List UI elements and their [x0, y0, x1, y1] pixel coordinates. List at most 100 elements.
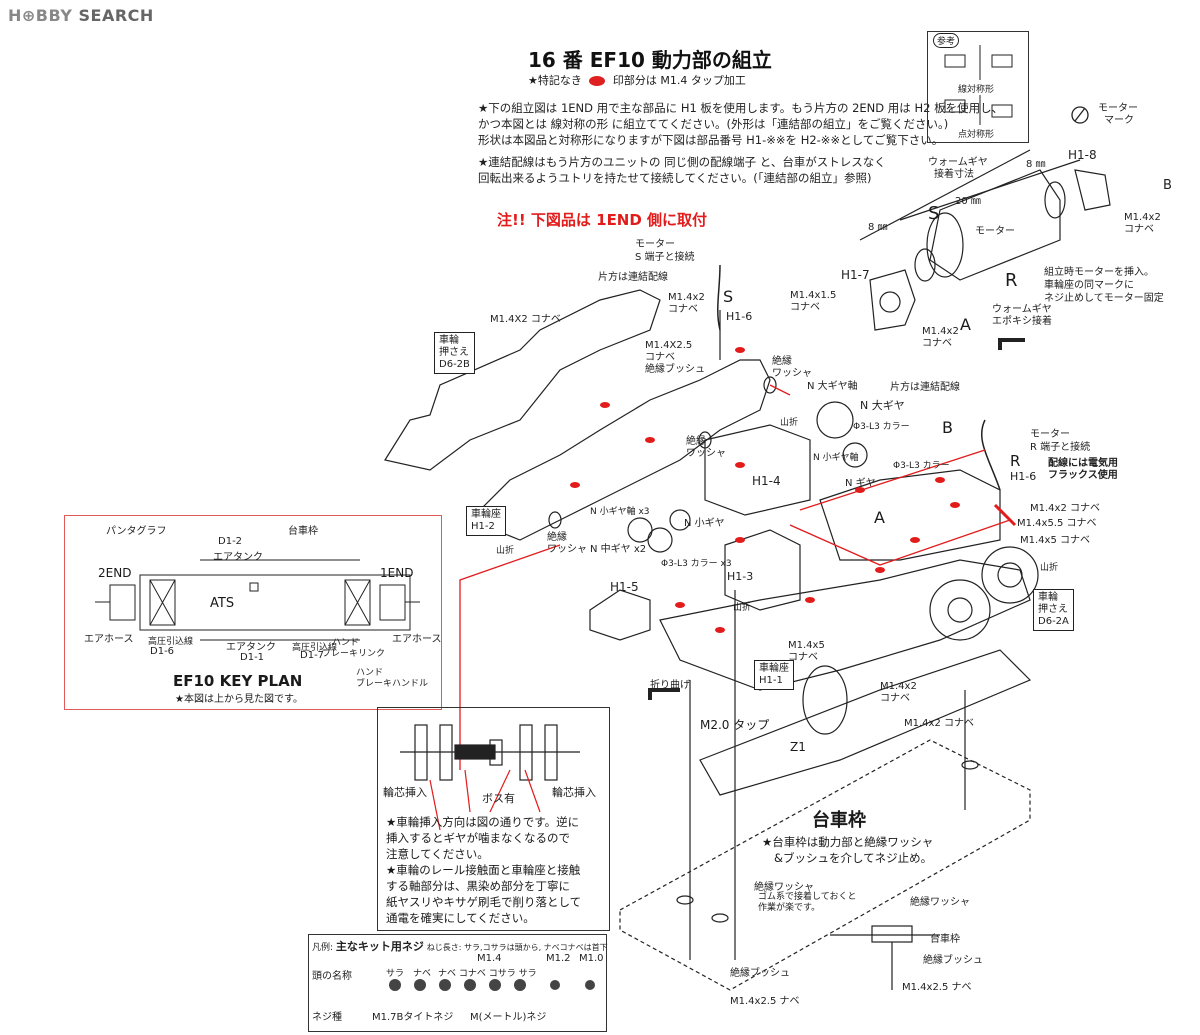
- h1-4-label: H1-4: [752, 474, 781, 488]
- wheel-axle-drawing: [400, 724, 580, 781]
- instruction-notes: ★下の組立図は 1END 用で主な部品に H1 板を使用します。もう片方の 2E…: [478, 100, 1003, 186]
- washer-3: [548, 511, 562, 529]
- b-mid-label: B: [942, 418, 953, 437]
- wheel-seat-h1-1: 車輪座 H1-1: [754, 660, 794, 690]
- m20-tap: M2.0 タップ: [700, 718, 770, 732]
- collar-2: Φ3-L3 カラー: [893, 461, 950, 471]
- watermark-suffix: SEARCH: [78, 6, 154, 25]
- motor-body: [929, 169, 1061, 281]
- truck-rubber-2: 作業が楽です。: [758, 903, 821, 913]
- m14x55-label: M1.4x5.5 コナベ: [1017, 518, 1097, 529]
- m14x2-mid-2: コナベ: [922, 338, 952, 349]
- one-side-right: 片方は連結配線: [890, 382, 960, 393]
- a-mid-label: A: [874, 508, 885, 527]
- yamaori-1: 山折: [780, 418, 799, 428]
- kp-title: EF10 KEY PLAN: [173, 672, 303, 690]
- m14x25-1: M1.4X2.5: [645, 340, 693, 351]
- worm-dim-1: ウォームギヤ: [928, 157, 988, 168]
- frame-plate-d6-2b: [384, 289, 661, 471]
- screw-heading-3: ねじ長さ: サラ,コサラは頭から, ナベコナベは首下: [426, 943, 608, 952]
- wheel-mid-inner: [947, 597, 973, 623]
- kp-hand-brake-handle: ハンド ブレーキハンドル: [356, 668, 428, 690]
- kp-hand-brake-link: ハンド ブレーキリンク: [322, 638, 385, 660]
- h1-5-label: H1-5: [610, 580, 639, 594]
- bracket-h1-8: [1074, 169, 1111, 211]
- h1-6-left: H1-6: [726, 310, 753, 323]
- washer-5: [676, 895, 694, 905]
- kp-hbh-2: ブレーキハンドル: [356, 679, 429, 689]
- reference-point-sym: 点対称形: [958, 130, 995, 140]
- wheel-insert-left: 輪芯挿入: [383, 786, 427, 799]
- wheel-hold-left-1: 車輪: [439, 335, 459, 346]
- wheel-hold-d6-2a: 車輪 押さえ D6-2A: [1033, 589, 1074, 631]
- kp-air-tank-bottom: エアタンク: [226, 642, 276, 653]
- wheel-boss: ボス有: [482, 792, 515, 805]
- note-line: かつ本図とは 線対称の形 に組立ててください。(外形は「連結部の組立」をご覧くだ…: [478, 117, 949, 131]
- cover-h1-5: [589, 589, 651, 641]
- kp-2end: 2END: [98, 566, 132, 580]
- note-line: 形状は本図品と対称形になりますが下図は部品番号 H1-※※を H2-※※としてご…: [478, 133, 944, 147]
- motor-mark-icon: [1071, 106, 1089, 124]
- kp-hv-right: 高圧引込線: [292, 643, 338, 653]
- flux-1: 配線には電気用: [1048, 458, 1118, 469]
- motor-label: モーター: [975, 226, 1015, 237]
- r-big-label: R: [1005, 270, 1018, 291]
- n-big-gear: [816, 401, 854, 439]
- screw-kind-2: M(メートル)ネジ: [470, 1012, 547, 1023]
- one-side-left: 片方は連結配線: [598, 272, 668, 283]
- screw-icons: [389, 979, 595, 991]
- truck-bush-r: 絶縁ブッシュ: [923, 955, 983, 966]
- wheel-red-arrows: [429, 769, 541, 831]
- m14x2-s-1: M1.4x2: [668, 292, 705, 303]
- a-top-label: A: [960, 315, 971, 334]
- z1-label: Z1: [790, 740, 806, 754]
- wheel-left: [802, 665, 848, 735]
- m14x2-low-1: M1.4x2: [880, 681, 917, 692]
- kp-hv-left: 高圧引込線: [148, 637, 194, 647]
- m14x2-kona-r: M1.4x2 コナベ: [1030, 503, 1100, 514]
- watermark-prefix: H⊕BBY: [8, 6, 73, 25]
- screw-kind-1: M1.7Bタイトネジ: [372, 1012, 454, 1023]
- wheel-seat-h12-2: H1-2: [471, 521, 495, 532]
- key-plan-box: [64, 515, 442, 710]
- screw-m12: M1.2: [546, 953, 571, 964]
- flux-note: 配線には電気用 フラックス使用: [1048, 458, 1118, 482]
- h1-8-label: H1-8: [1068, 148, 1097, 162]
- b-top-label: B: [1163, 178, 1172, 193]
- wheel-hold-left-2: 押さえ: [439, 347, 469, 358]
- wheel-right-outer: [981, 546, 1039, 604]
- note-line: 回転出来るようユトリを持たせて接続してください。(「連結部の組立」参照): [478, 171, 872, 185]
- s-small-label: S: [723, 287, 734, 306]
- truck-washer: 絶縁ワッシャ: [754, 882, 814, 893]
- truck-bush-detail: [871, 925, 913, 943]
- washer-1-a: 絶縁: [772, 356, 792, 367]
- reference-icons: [944, 45, 1013, 125]
- m14x2-kona-low-3: M1.4x2 コナベ: [904, 718, 974, 729]
- wheel-note-line: する軸部分は、黒染め部分を丁寧に: [386, 879, 570, 893]
- wheel-hold-left-3: D6-2B: [439, 359, 470, 370]
- m14x2-mid: M1.4x2 コナベ: [922, 326, 959, 350]
- collar-x3: Φ3-L3 カラー x3: [661, 559, 732, 569]
- m14x2-low-2: コナベ: [880, 693, 910, 704]
- washer-2: [698, 431, 712, 449]
- screw-legend-box: [308, 934, 607, 1032]
- wheel-note-line: 通電を確実にしてください。: [386, 911, 535, 925]
- insert-note: 組立時モーターを挿入。 車輪座の同マークに ネジ止めしてモーター固定: [1044, 266, 1164, 305]
- yamaori-3: 山折: [733, 603, 752, 613]
- warning-text: 注!! 下図品は 1END 側に取付: [497, 211, 708, 229]
- insert-note-3: ネジ止めしてモーター固定: [1044, 293, 1164, 304]
- worm-epoxy-2: エポキシ接着: [992, 316, 1052, 327]
- kp-pantograph: パンタグラフ: [106, 526, 167, 537]
- yamaori-2: 山折: [496, 546, 515, 556]
- dim-8a: 8 ㎜: [1026, 159, 1046, 170]
- truck-rubber-1: ゴム系で接着しておくと: [758, 892, 857, 902]
- kp-1end: 1END: [380, 566, 414, 580]
- truck-frame-outline: [619, 739, 1031, 991]
- keyplan-body: [95, 559, 420, 641]
- kp-d1-6: D1-6: [150, 646, 175, 657]
- worm-epoxy-1: ウォームギヤ: [992, 304, 1052, 315]
- m14x5-b-1: M1.4x5: [788, 640, 825, 651]
- wheel-hold-d6-2b: 車輪 押さえ D6-2B: [434, 332, 475, 374]
- wheel-seat-h12-1: 車輪座: [471, 509, 501, 520]
